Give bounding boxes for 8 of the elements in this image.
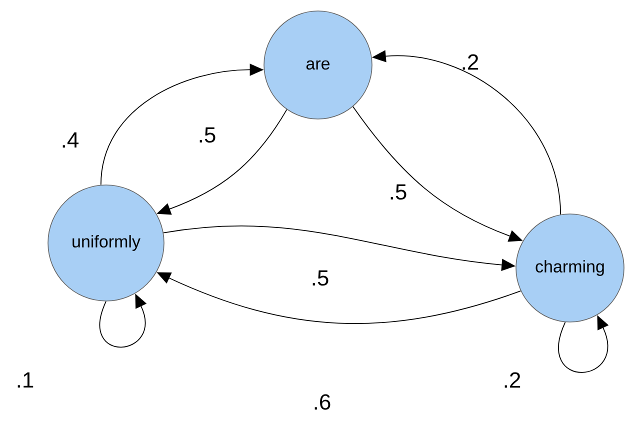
edge-label: .2	[504, 372, 520, 388]
edge-label: .4	[62, 132, 79, 148]
edge-label: .5	[200, 127, 216, 143]
edge-label: .5	[312, 270, 328, 286]
edge-label: .1	[18, 372, 34, 388]
edge-label: .5	[390, 184, 406, 200]
edge-label: .6	[314, 394, 330, 410]
edge-label: .2	[462, 54, 478, 70]
